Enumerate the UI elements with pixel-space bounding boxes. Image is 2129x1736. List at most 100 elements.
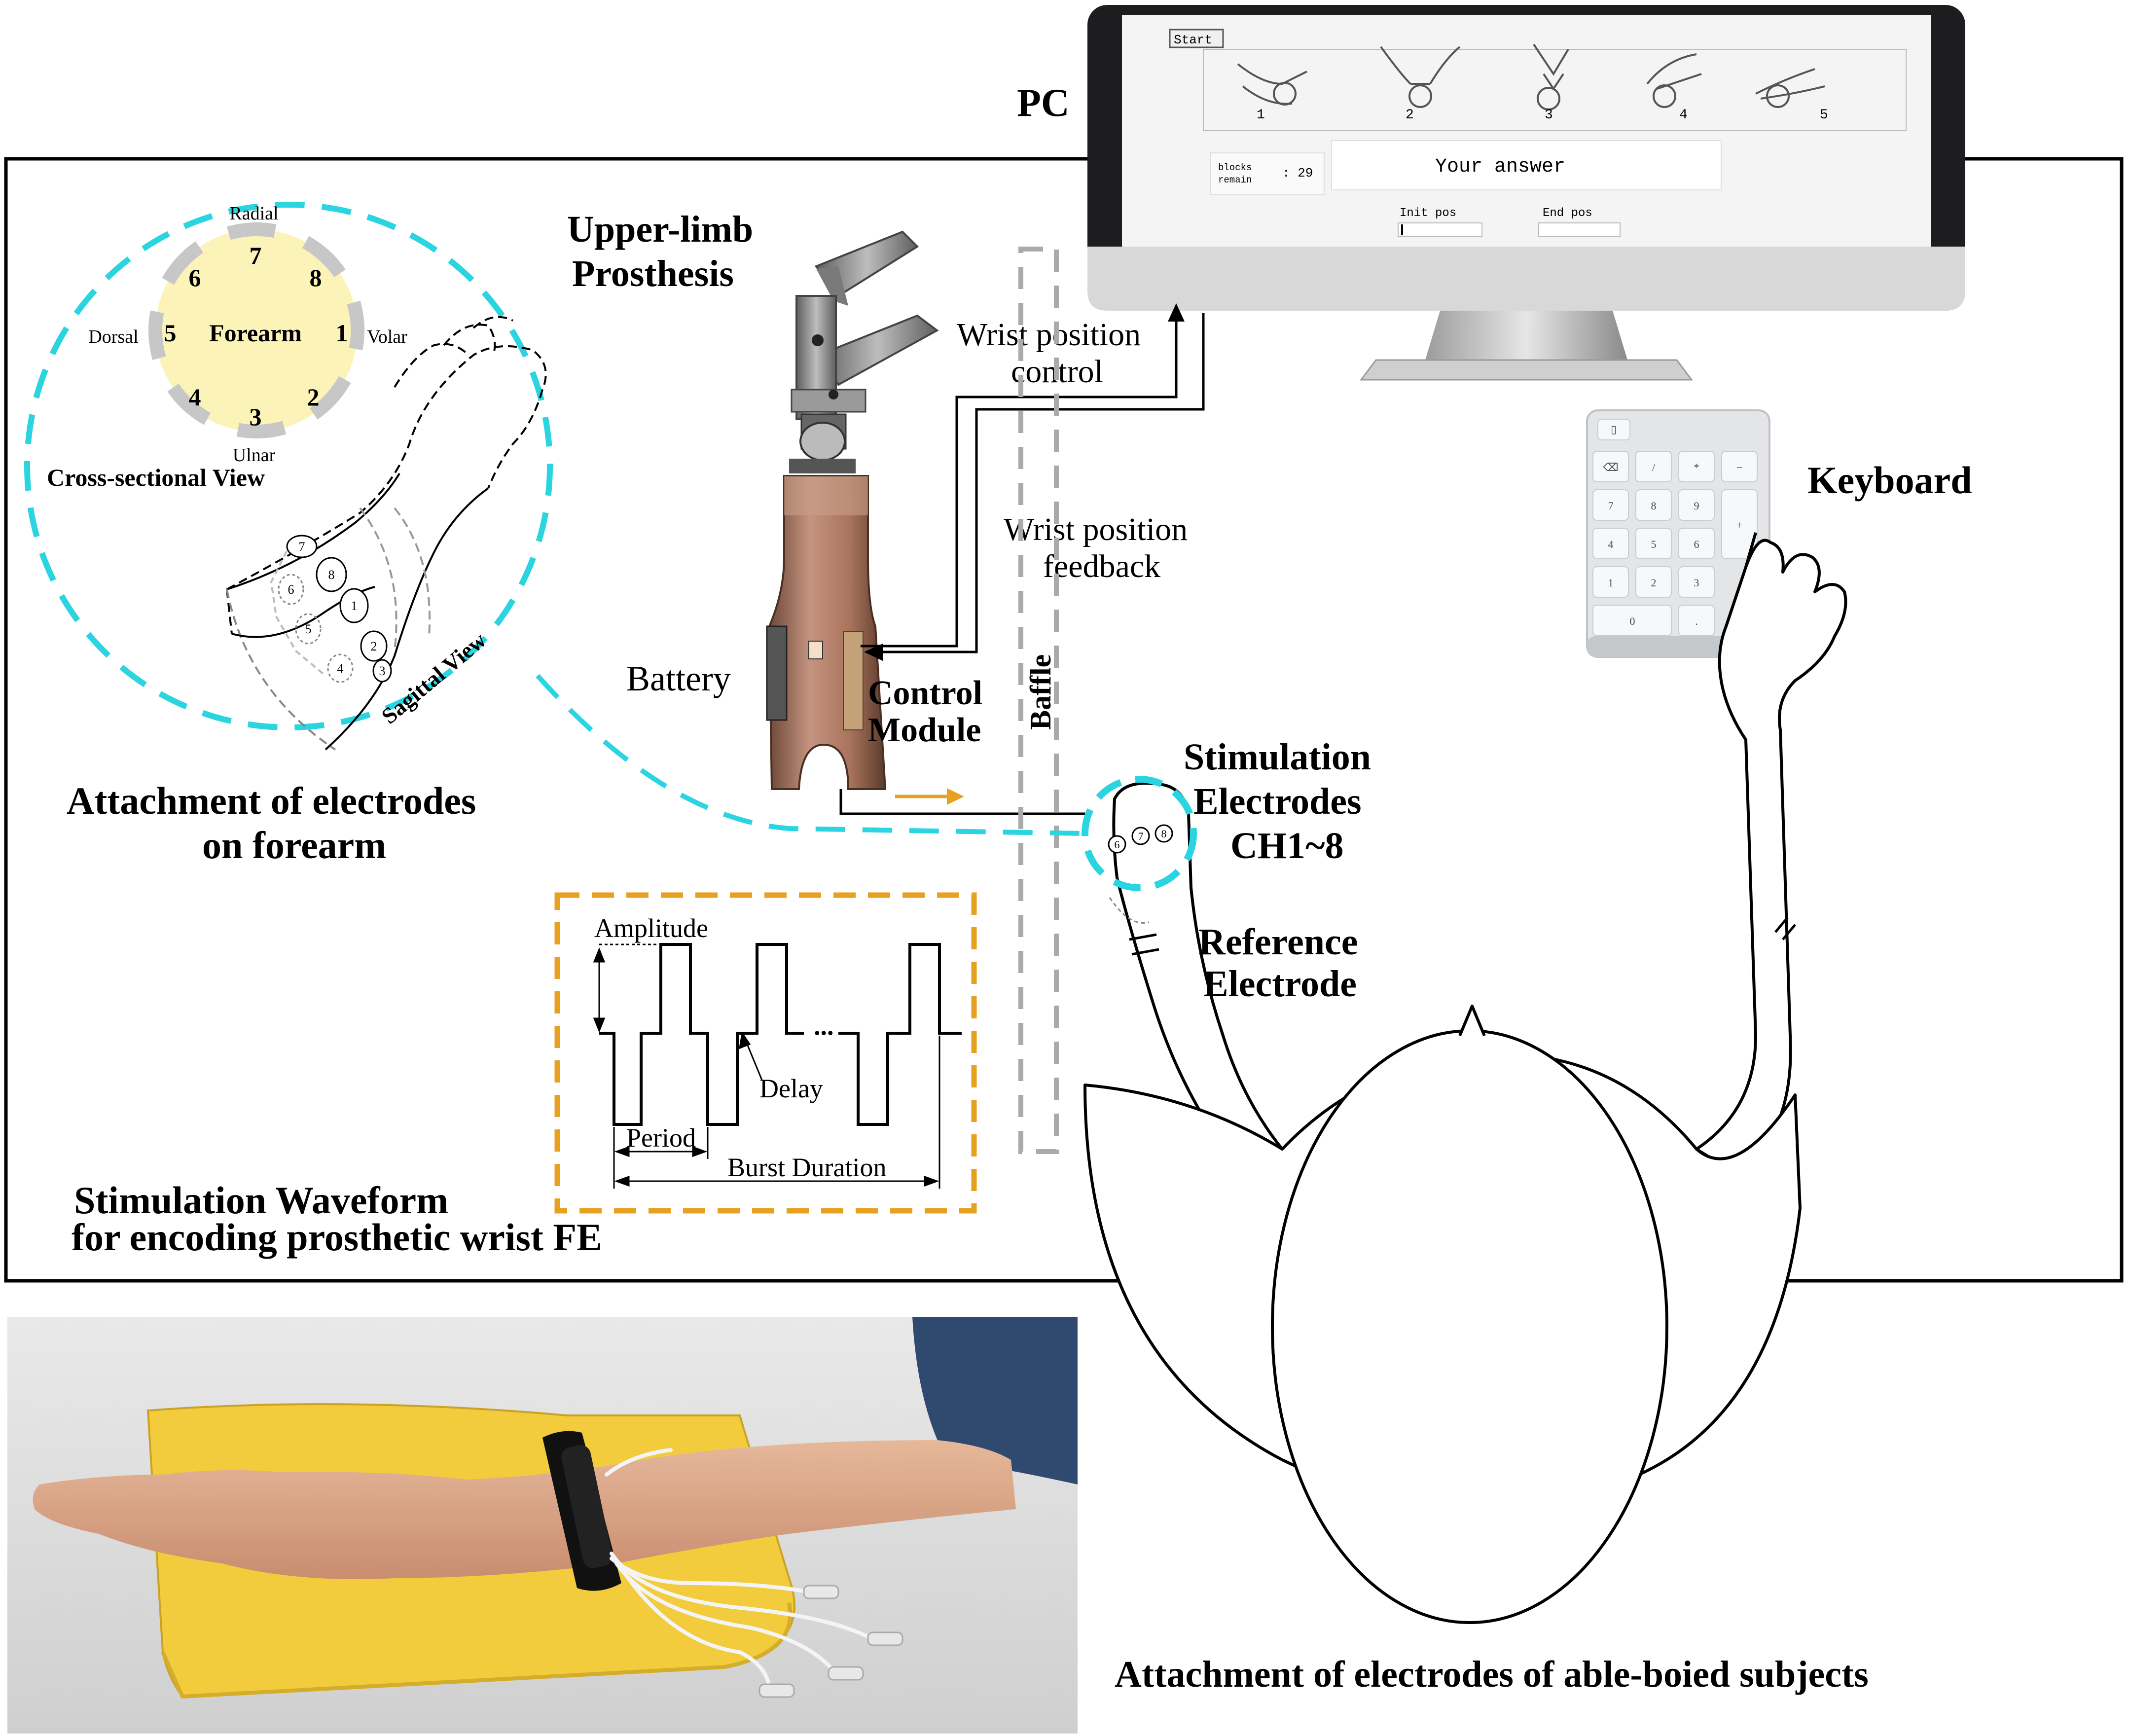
sagittal-number: 8	[328, 568, 335, 582]
hand-icon-3[interactable]	[1533, 43, 1569, 110]
keypad-key[interactable]	[1635, 528, 1672, 559]
channel-number: 2	[307, 383, 320, 411]
reference-electrode-label: Electrode	[1203, 963, 1357, 1005]
arm-electrode	[1155, 824, 1173, 843]
channel-number: 3	[250, 403, 262, 431]
signal-lines	[839, 303, 1205, 815]
keypad-key[interactable]	[1592, 489, 1629, 521]
arm-electrode-number: 6	[1115, 838, 1120, 851]
hand-number: 5	[1820, 108, 1828, 123]
channel-number: 4	[189, 383, 201, 411]
keypad-key[interactable]	[1678, 605, 1715, 636]
answer-box[interactable]	[1331, 140, 1722, 190]
hand-option-icons	[1237, 43, 1825, 110]
arm-electrode	[1131, 827, 1150, 845]
baffle	[1018, 247, 1059, 1154]
main-frame	[4, 157, 2124, 1283]
keypad-key[interactable]	[1721, 451, 1758, 482]
key-label: 7	[1608, 500, 1614, 512]
keypad-key[interactable]	[1635, 566, 1672, 598]
init-pos-input[interactable]	[1398, 222, 1482, 237]
keypad-key[interactable]	[1635, 451, 1672, 482]
sagittal-number: 5	[305, 622, 312, 636]
waveform-diagram	[599, 943, 962, 1126]
wrist-feedback-label: feedback	[1043, 548, 1160, 584]
sagittal-electrode	[372, 659, 392, 683]
screen-content: Start 1 2 3 4 5 blocks remain : 29 Your …	[1169, 29, 1907, 237]
forearm-inset-circle	[24, 202, 553, 730]
subject-arm-photo	[7, 1317, 1078, 1734]
channel-number: 7	[250, 242, 262, 269]
blocks-count: : 29	[1282, 166, 1313, 181]
baffle-label: Baffle	[1024, 654, 1057, 730]
keypad-key-zero[interactable]	[1592, 605, 1672, 636]
waveform-title: for encoding prosthetic wrist FE	[72, 1216, 602, 1259]
waveform-labels: Amplitude Delay Period Burst Duration ..…	[594, 913, 886, 1182]
key-label: *	[1694, 461, 1699, 473]
keypad-key[interactable]	[1678, 451, 1715, 482]
prosthesis-illustration	[766, 230, 939, 790]
key-label: .	[1695, 615, 1698, 627]
keypad-key[interactable]	[1592, 528, 1629, 559]
channel-number: 1	[336, 319, 348, 347]
upper-limb-label: Prosthesis	[572, 253, 734, 294]
burst-duration-label: Burst Duration	[727, 1153, 886, 1182]
attach-forearm-title: on forearm	[202, 824, 386, 867]
stim-electrodes-label: CH1~8	[1230, 825, 1344, 867]
dorsal-label: Dorsal	[88, 326, 138, 347]
reference-electrode-lead	[1109, 897, 1150, 924]
blocks-remain-label: blocks	[1218, 162, 1252, 173]
sagittal-number: 1	[351, 599, 358, 613]
hand-icon-5[interactable]	[1755, 68, 1825, 108]
sagittal-electrode	[295, 613, 322, 645]
hand-icon-1[interactable]	[1237, 63, 1307, 106]
stim-electrodes-label: Stimulation	[1184, 736, 1371, 778]
start-button[interactable]	[1169, 29, 1224, 48]
key-label: /	[1652, 461, 1656, 473]
channel-number: 5	[164, 319, 177, 347]
keypad-plus-key[interactable]	[1721, 489, 1758, 559]
waveform-title: Stimulation Waveform	[74, 1179, 448, 1222]
keypad-key[interactable]	[1678, 566, 1715, 598]
hand-icon-4[interactable]	[1646, 53, 1702, 108]
end-pos-input[interactable]	[1538, 222, 1621, 237]
key-label: 6	[1694, 538, 1699, 550]
keypad-key[interactable]	[1592, 566, 1629, 598]
keypad-key[interactable]	[1678, 528, 1715, 559]
attach-forearm-title: Attachment of electrodes	[67, 779, 476, 822]
ulnar-label: Ulnar	[233, 445, 276, 466]
upper-limb-label: Upper-limb	[567, 209, 753, 250]
key-label: 1	[1608, 577, 1614, 589]
period-label: Period	[626, 1123, 696, 1153]
hand-number: 2	[1406, 108, 1414, 123]
keypad-key[interactable]	[1597, 419, 1630, 440]
key-label: 2	[1651, 577, 1657, 589]
ellipsis-label: ...	[814, 1011, 834, 1041]
hand-icon-2[interactable]	[1380, 46, 1461, 108]
wrist-feedback-label: Wrist position	[1004, 511, 1188, 547]
key-label: −	[1736, 461, 1742, 473]
arm-electrode	[1108, 835, 1126, 854]
cross-section-labels: Radial Dorsal Volar Ulnar Forearm 7 8 1 …	[88, 203, 407, 466]
hand-number: 4	[1679, 108, 1688, 123]
arm-break-marks	[1129, 916, 1796, 956]
key-label: 4	[1608, 538, 1614, 550]
key-label: +	[1736, 519, 1742, 531]
init-pos-label: Init pos	[1400, 207, 1456, 220]
arm-electrode-number: 8	[1161, 828, 1167, 840]
keypad-key[interactable]	[1635, 489, 1672, 521]
subject-top-view	[1083, 532, 1847, 1624]
sagittal-number: 6	[288, 582, 294, 597]
forearm-label: Forearm	[209, 319, 302, 347]
sagittal-number: 4	[337, 661, 344, 676]
stimulation-electrode-highlight	[1082, 776, 1197, 891]
waveform-annotations	[593, 943, 940, 1189]
keypad-key[interactable]	[1678, 489, 1715, 521]
hand-number: 3	[1545, 108, 1553, 123]
channel-number: 6	[189, 264, 201, 291]
sagittal-number: 2	[371, 639, 377, 653]
inset-connector	[536, 674, 1085, 836]
blocks-remain-label: remain	[1218, 175, 1252, 185]
keypad-key[interactable]	[1592, 451, 1629, 482]
